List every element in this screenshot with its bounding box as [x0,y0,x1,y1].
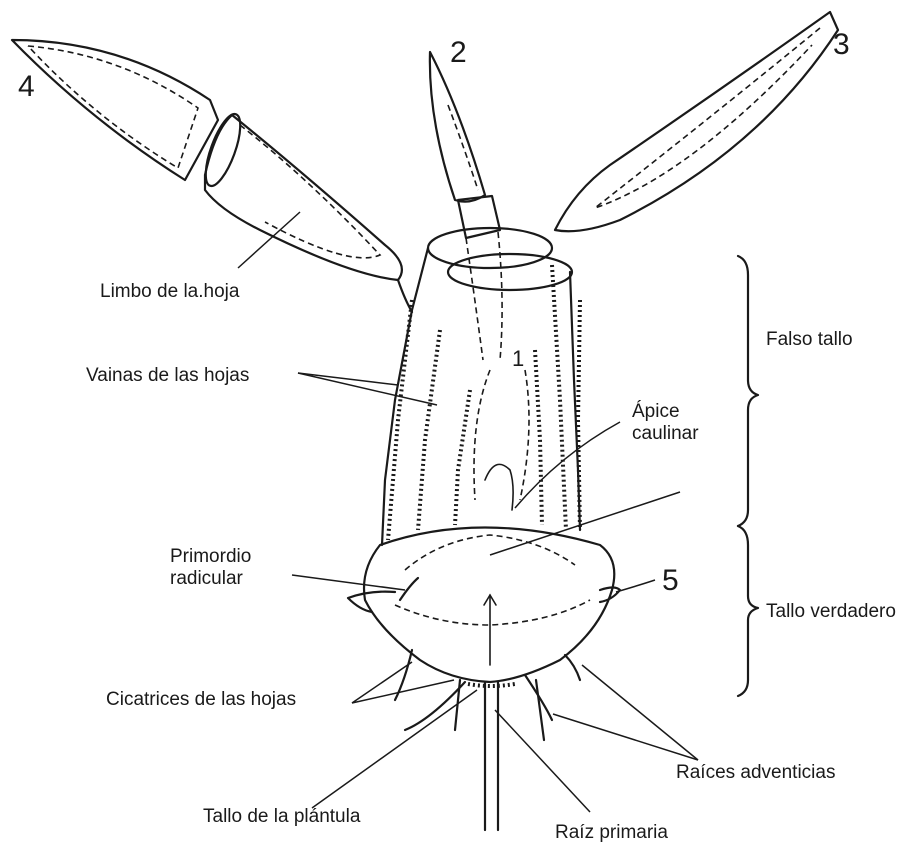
leaf-number-3: 3 [833,30,850,60]
label-vainas-de-las-hojas: Vainas de las hojas [86,365,249,387]
leader-lines [238,212,698,812]
label-raices-adventicias: Raíces adventicias [676,762,835,784]
label-cicatrices-de-las-hojas: Cicatrices de las hojas [106,689,296,711]
leaf-number-2: 2 [450,38,467,68]
brackets [738,256,758,696]
roots [395,650,552,830]
label-primordio-radicular: Primordio radicular [170,546,251,590]
leaf-3 [555,12,838,231]
pseudostem [382,228,580,545]
label-limbo-de-la-hoja: Limbo de la.hoja [100,281,239,303]
leaf-2 [430,52,502,360]
label-falso-tallo: Falso tallo [766,329,853,351]
label-tallo-verdadero: Tallo verdadero [766,601,896,623]
true-stem [348,528,620,683]
label-raiz-primaria: Raíz primaria [555,822,668,844]
leaf-number-5: 5 [662,566,679,596]
leaf-4 [12,40,412,312]
label-apice-caulinar: Ápice caulinar [632,401,699,445]
label-tallo-de-la-plantula: Tallo de la plántula [203,806,360,828]
label-apice-line2: caulinar [632,423,699,445]
label-primordio-line1: Primordio [170,546,251,568]
label-apice-line1: Ápice [632,401,699,423]
leaf-number-4: 4 [18,72,35,102]
leaf-number-1: 1 [512,348,524,370]
label-primordio-line2: radicular [170,568,251,590]
